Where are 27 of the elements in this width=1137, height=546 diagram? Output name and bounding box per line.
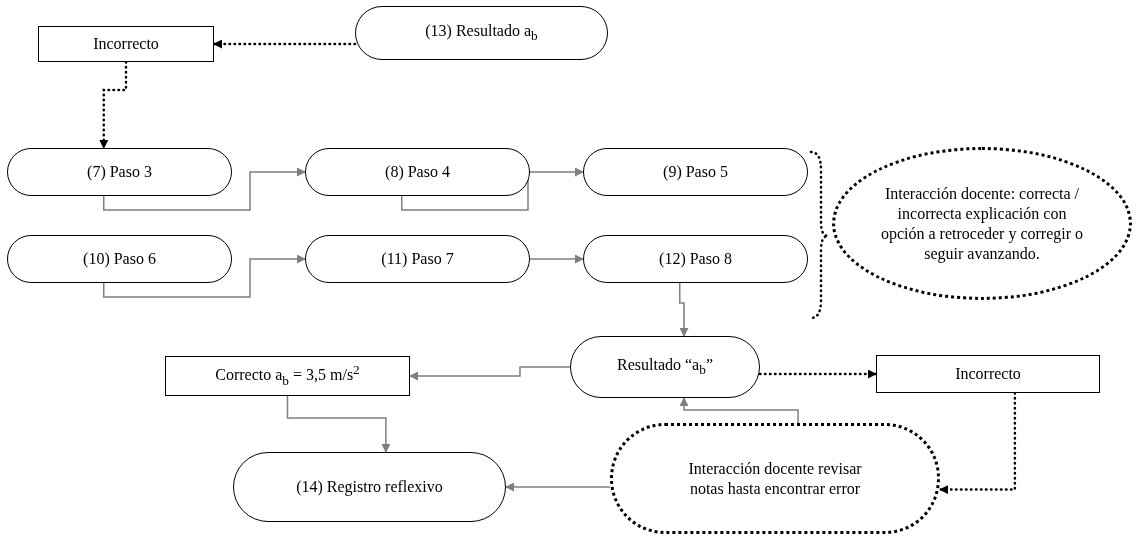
process-box: Incorrecto	[38, 26, 214, 62]
arrow	[401, 167, 584, 211]
arrow	[679, 282, 689, 337]
arrow	[409, 366, 571, 381]
arrow	[103, 167, 306, 211]
rounded-box: (7) Paso 3	[7, 148, 232, 196]
rounded-box: (14) Registro reflexivo	[233, 452, 506, 522]
arrow	[529, 254, 584, 264]
rounded-box: (10) Paso 6	[7, 235, 232, 283]
arrow	[938, 391, 1017, 495]
rounded-box: (9) Paso 5	[583, 148, 808, 196]
process-box: Correcto a$_{b}$ = 3,5 m/s$^{2}$	[165, 356, 410, 396]
note-ellipse: Interacción docente: correcta / incorrecta explicación con opción a retroceder y corregir o seguir avanzando.	[832, 147, 1132, 300]
rounded-box: (13) Resultado a$_{b}$	[355, 6, 608, 60]
arrow	[99, 60, 128, 150]
arrow	[758, 369, 878, 379]
rounded-box: Resultado “a$_{b}$”	[570, 336, 760, 398]
arrow	[212, 39, 357, 49]
arrow	[103, 254, 306, 298]
rounded-box: (8) Paso 4	[305, 148, 530, 196]
note-box: Interacción docente revisar notas hasta encontrar error	[610, 423, 940, 534]
process-box: Incorrecto	[876, 355, 1100, 393]
rounded-box: (12) Paso 8	[583, 235, 808, 283]
arrow	[286, 395, 391, 453]
rounded-box: (11) Paso 7	[305, 235, 530, 283]
arrow	[679, 397, 799, 424]
arrow	[505, 482, 611, 492]
